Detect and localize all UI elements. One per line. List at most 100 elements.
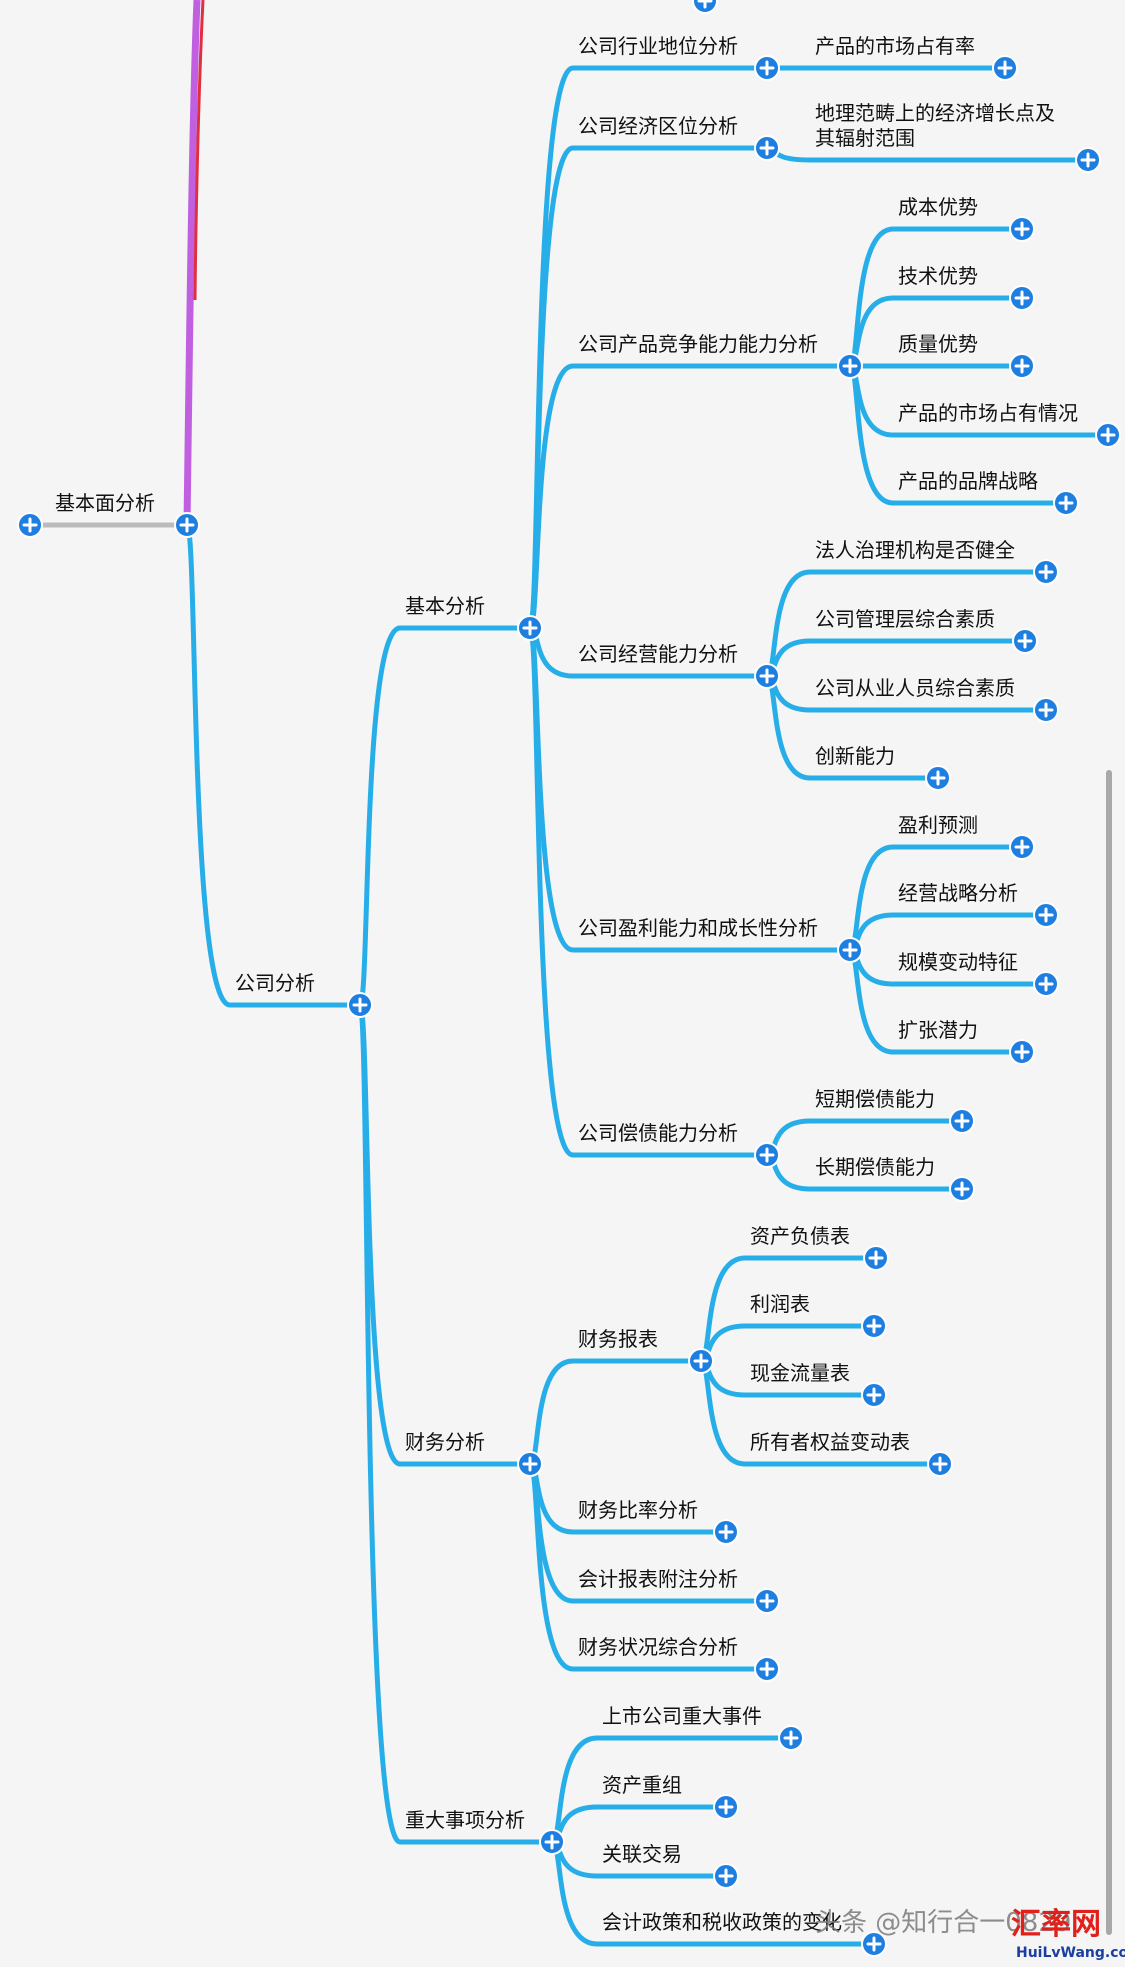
node-label-0-0-0-0: 产品的市场占有率 [815, 34, 975, 58]
upper-branch-line-purple [183, 0, 201, 526]
node-label-0-0-3-1: 公司管理层综合素质 [815, 607, 995, 631]
expand-button-0-0-2-4[interactable] [1053, 490, 1079, 516]
expand-button-0-0[interactable] [517, 615, 543, 641]
expand-button-0-0-0-0[interactable] [992, 55, 1018, 81]
expand-button-0-1-0-1[interactable] [861, 1313, 887, 1339]
expand-button-0-0-2-3[interactable] [1095, 422, 1121, 448]
node-label-0-0-3: 公司经营能力分析 [578, 642, 738, 666]
upper-branch-line-red [193, 0, 205, 301]
expand-button-0-0-4[interactable] [837, 937, 863, 963]
node-label-0-2-0: 上市公司重大事件 [602, 1704, 762, 1728]
expand-button-0-0-4-3[interactable] [1009, 1039, 1035, 1065]
expand-button-0-2-3[interactable] [861, 1931, 887, 1957]
node-label-0-0-3-0: 法人治理机构是否健全 [815, 538, 1015, 562]
expand-button-0-1-2[interactable] [754, 1588, 780, 1614]
connector-0-1-0-1 [698, 1323, 877, 1364]
expand-button-0-0-3-2[interactable] [1033, 697, 1059, 723]
label-line: 地理范畴上的经济增长点及 [815, 101, 1055, 125]
expand-button-0-2-2[interactable] [713, 1863, 739, 1889]
node-label-0-2-2: 关联交易 [602, 1842, 682, 1866]
node-label-0-0-2-1: 技术优势 [898, 264, 978, 288]
connector-0-2-1 [549, 1804, 729, 1845]
expand-button-0-0-2-2[interactable] [1009, 353, 1035, 379]
node-label-0-0-0: 公司行业地位分析 [578, 34, 738, 58]
node-label-0-1-0-3: 所有者权益变动表 [750, 1430, 910, 1454]
connector-0 [184, 522, 363, 1008]
connector-0-1 [357, 1002, 533, 1467]
expand-button-0-0-1[interactable] [754, 135, 780, 161]
expand-button-0[interactable] [347, 992, 373, 1018]
connector-0-0-5 [527, 625, 770, 1158]
node-label-0-2: 重大事项分析 [405, 1808, 525, 1832]
expand-button-0-2[interactable] [539, 1829, 565, 1855]
node-label-0-0: 基本分析 [405, 594, 485, 618]
expand-button-0-2-1[interactable] [713, 1794, 739, 1820]
expand-button-layer [17, 0, 1121, 1957]
expand-button-0-2-0[interactable] [778, 1725, 804, 1751]
connector-0-0-1 [527, 145, 770, 631]
connector-0-1-0 [527, 1358, 704, 1467]
node-label-0-1-0-2: 现金流量表 [750, 1361, 850, 1385]
node-label-root: 基本面分析 [55, 491, 155, 515]
expand-button-0-0-0[interactable] [754, 55, 780, 81]
node-label-0-0-3-2: 公司从业人员综合素质 [815, 676, 1015, 700]
node-label-0-1-3: 财务状况综合分析 [578, 1635, 738, 1659]
expand-button-0-0-1-0[interactable] [1075, 147, 1101, 173]
expand-button-0-0-4-0[interactable] [1009, 834, 1035, 860]
expand-button-0-1-0-0[interactable] [863, 1245, 889, 1271]
node-label-0-0-4-2: 规模变动特征 [898, 950, 1018, 974]
node-label-0-0-4: 公司盈利能力和成长性分析 [578, 916, 818, 940]
node-label-0-0-5: 公司偿债能力分析 [578, 1121, 738, 1145]
expand-button-0-1-0[interactable] [688, 1348, 714, 1374]
node-label-0-0-2-2: 质量优势 [898, 332, 978, 356]
expand-button-0-0-3-0[interactable] [1033, 559, 1059, 585]
node-label-0-2-1: 资产重组 [602, 1773, 682, 1797]
expand-button-root[interactable] [174, 512, 200, 538]
expand-button-0-0-3[interactable] [754, 663, 780, 689]
expand-button-0-0-3-3[interactable] [925, 765, 951, 791]
expand-button-top-partial[interactable] [692, 0, 718, 14]
node-label-0-1-0-0: 资产负债表 [750, 1224, 850, 1248]
label-line: 其辐射范围 [815, 126, 915, 150]
node-label-0-0-2: 公司产品竞争能力能力分析 [578, 332, 818, 356]
node-label-0-0-4-3: 扩张潜力 [898, 1018, 978, 1042]
expand-button-root-left[interactable] [17, 512, 43, 538]
expand-button-0-1-0-2[interactable] [861, 1382, 887, 1408]
expand-button-0-1-0-3[interactable] [927, 1451, 953, 1477]
node-label-0-0-3-3: 创新能力 [815, 744, 895, 768]
expand-button-0-0-2-1[interactable] [1009, 285, 1035, 311]
expand-button-0-0-3-1[interactable] [1012, 628, 1038, 654]
connector-0-0-2 [527, 363, 853, 631]
node-label-0-0-1: 公司经济区位分析 [578, 114, 738, 138]
expand-button-0-0-5-0[interactable] [949, 1108, 975, 1134]
node-label-0-0-1-0: 地理范畴上的经济增长点及其辐射范围 [815, 101, 1055, 150]
expand-button-0-1-3[interactable] [754, 1656, 780, 1682]
node-label-0-1-2: 会计报表附注分析 [578, 1567, 738, 1591]
expand-button-0-0-5-1[interactable] [949, 1176, 975, 1202]
expand-button-0-0-2-0[interactable] [1009, 216, 1035, 242]
expand-button-0-0-4-2[interactable] [1033, 971, 1059, 997]
expand-button-0-1-1[interactable] [713, 1519, 739, 1545]
expand-button-0-0-5[interactable] [754, 1142, 780, 1168]
overlay-layer: 头条 @知行合一0829 汇率网 HuiLvWang.com [815, 770, 1125, 1961]
watermark-url-text: HuiLvWang.com [1016, 1945, 1125, 1961]
vertical-scrollbar[interactable] [1106, 770, 1112, 1935]
node-label-0-1: 财务分析 [405, 1430, 485, 1454]
node-label-0-0-5-0: 短期偿债能力 [815, 1087, 935, 1111]
expand-button-0-0-4-1[interactable] [1033, 902, 1059, 928]
node-label-0-0-5-1: 长期偿债能力 [815, 1155, 935, 1179]
connector-0-2 [357, 1002, 555, 1845]
connector-0-0 [357, 625, 533, 1008]
node-label-0-1-1: 财务比率分析 [578, 1498, 698, 1522]
expand-button-0-0-2[interactable] [837, 353, 863, 379]
node-label-0-1-0-1: 利润表 [750, 1292, 810, 1316]
connector-layer [30, 0, 205, 528]
node-label-0-0-2-4: 产品的品牌战略 [898, 469, 1038, 493]
node-label-0-2-3: 会计政策和税收政策的变化 [602, 1910, 842, 1934]
node-label-0: 公司分析 [235, 971, 315, 995]
expand-button-0-1[interactable] [517, 1451, 543, 1477]
watermark-source-text: 头条 @知行合一0829 [815, 1908, 1071, 1938]
node-label-0-1-0: 财务报表 [578, 1327, 658, 1351]
